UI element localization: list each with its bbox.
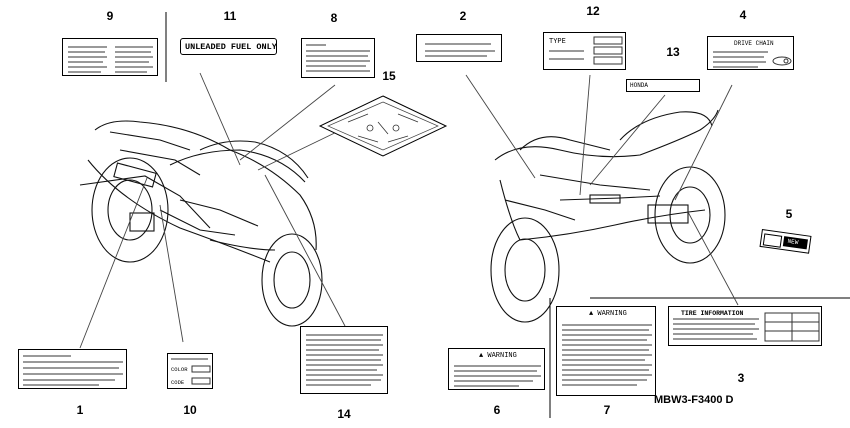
callout-9: 9 bbox=[106, 9, 114, 23]
label-5-new: NEW bbox=[787, 237, 799, 247]
motorcycle-left bbox=[79, 120, 323, 327]
callout-1: 1 bbox=[76, 403, 84, 417]
label-8-lines bbox=[306, 44, 370, 72]
label-10-code: CODE bbox=[171, 379, 185, 386]
label-13: HONDA bbox=[626, 79, 700, 92]
label-6-lines bbox=[454, 365, 541, 387]
label-12-boxes bbox=[549, 36, 623, 65]
callout-4: 4 bbox=[739, 8, 747, 22]
label-7: ▲ WARNING bbox=[556, 306, 656, 396]
motorcycle-right bbox=[490, 109, 726, 323]
callout-2: 2 bbox=[459, 9, 467, 23]
callout-6: 6 bbox=[493, 403, 501, 417]
callout-11: 11 bbox=[223, 9, 237, 23]
label-7-warning: ▲ WARNING bbox=[589, 310, 627, 318]
label-2-lines bbox=[425, 43, 495, 57]
label-3: TIRE INFORMATION bbox=[668, 306, 822, 346]
label-13-honda: HONDA bbox=[630, 82, 649, 89]
label-7-lines bbox=[562, 324, 652, 386]
label-9 bbox=[62, 38, 158, 76]
label-3-lines bbox=[673, 312, 820, 342]
callout-15: 15 bbox=[382, 69, 396, 83]
label-9-lines bbox=[68, 46, 153, 73]
label-4-drive-chain: DRIVE CHAIN bbox=[734, 40, 774, 47]
label-10-color: COLOR bbox=[171, 366, 188, 373]
label-12-type: TYPE bbox=[549, 38, 566, 46]
label-10: COLOR CODE bbox=[167, 353, 213, 389]
callout-14: 14 bbox=[337, 407, 351, 421]
callout-13: 13 bbox=[666, 45, 680, 59]
label-14 bbox=[300, 326, 388, 394]
label-15 bbox=[318, 95, 448, 157]
label-10-boxes bbox=[171, 358, 211, 385]
label-1-lines bbox=[23, 355, 123, 386]
callout-10: 10 bbox=[183, 403, 197, 417]
label-6-warning: ▲ WARNING bbox=[479, 352, 517, 360]
callout-3: 3 bbox=[737, 371, 745, 385]
callout-7: 7 bbox=[603, 403, 611, 417]
callout-12: 12 bbox=[586, 4, 600, 18]
label-12: TYPE bbox=[543, 32, 626, 70]
label-11: UNLEADED FUEL ONLY bbox=[180, 38, 277, 55]
label-2 bbox=[416, 34, 502, 62]
label-6: ▲ WARNING bbox=[448, 348, 545, 390]
callout-5: 5 bbox=[785, 207, 793, 221]
label-4-lines bbox=[713, 51, 792, 68]
callout-8: 8 bbox=[330, 11, 338, 25]
label-1 bbox=[18, 349, 127, 389]
label-5-box bbox=[762, 233, 783, 248]
diagram-code: MBW3-F3400 D bbox=[654, 394, 734, 406]
label-14-lines bbox=[306, 334, 383, 386]
label-4: DRIVE CHAIN bbox=[707, 36, 794, 70]
label-11-text: UNLEADED FUEL ONLY bbox=[185, 42, 277, 52]
label-3-tire-info: TIRE INFORMATION bbox=[681, 310, 744, 317]
label-8 bbox=[301, 38, 375, 78]
